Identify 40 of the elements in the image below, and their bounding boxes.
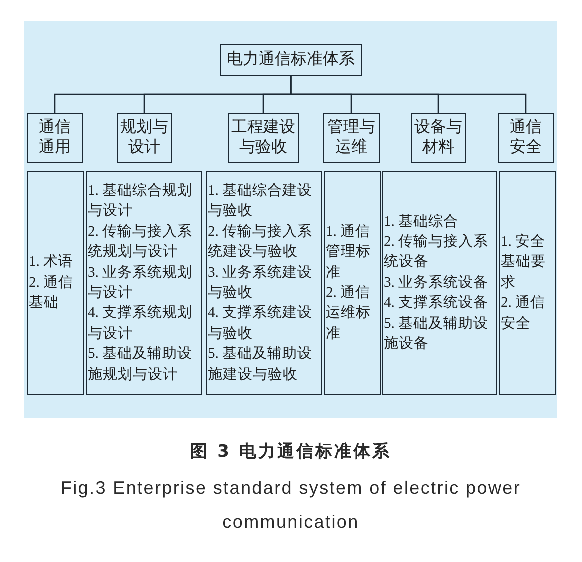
list-item: 3. 业务系统设备 (384, 274, 490, 293)
item-list-box (499, 171, 556, 395)
connector-line (290, 76, 527, 113)
list-item: 2. 传输与接入系统建设与验收 (208, 222, 314, 262)
list-item: 1. 基础综合规划与设计 (88, 182, 194, 222)
list-item: 3. 业务系统规划与设计 (88, 264, 194, 303)
category-label: 通信安全 (509, 118, 543, 158)
category-label: 管理与运维 (326, 118, 376, 158)
list-item: 3. 业务系统建设与验收 (208, 264, 314, 303)
list-item: 1. 安全基础要求 (501, 232, 547, 293)
list-item: 5. 基础及辅助设施规划与设计 (88, 345, 194, 385)
list-item: 1. 基础综合 (384, 212, 460, 232)
list-item: 2. 传输与接入系统设备 (384, 232, 490, 272)
category-label: 工程建设与验收 (231, 118, 296, 158)
list-item: 1. 术语 (29, 253, 75, 272)
list-item: 4. 支撑系统设备 (384, 294, 490, 314)
category-box (498, 113, 554, 163)
list-item: 2. 通信基础 (29, 274, 75, 314)
list-item: 1. 通信管理标准 (326, 222, 372, 283)
figure-caption: 图 3 电力通信标准体系 (190, 441, 392, 463)
category-label: 规划与设计 (120, 118, 169, 158)
item-list-box (27, 171, 84, 395)
category-label: 通信通用 (38, 118, 72, 158)
item-list-box (324, 171, 381, 395)
root-box (220, 44, 362, 76)
category-box (27, 113, 83, 163)
list-item: 2. 传输与接入系统规划与设计 (88, 222, 194, 262)
list-item: 5. 基础及辅助设施设备 (384, 314, 490, 354)
list-item: 4. 支撑系统规划与设计 (88, 304, 194, 344)
item-list-box (206, 171, 322, 395)
list-item: 5. 基础及辅助设施建设与验收 (208, 345, 314, 385)
category-label: 设备与材料 (414, 118, 463, 158)
list-item: 1. 基础综合建设与验收 (208, 182, 314, 222)
item-list-box (382, 171, 497, 395)
list-item: 2. 通信安全 (501, 294, 547, 334)
item-list-box (86, 171, 202, 395)
list-item: 4. 支撑系统建设与验收 (208, 304, 314, 344)
list-item: 2. 通信运维标准 (326, 284, 372, 344)
english-caption: Fig.3 Enterprise standard system of electric power communication (60, 477, 522, 534)
root-label: 电力通信标准体系 (227, 50, 355, 70)
